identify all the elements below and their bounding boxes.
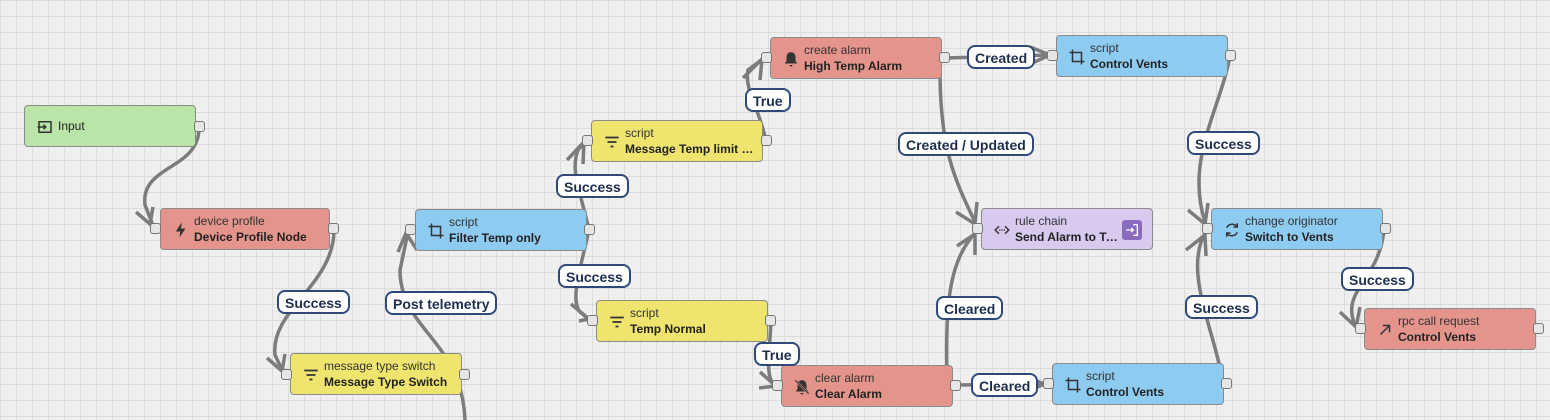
port-out[interactable] [761,135,772,146]
node-input[interactable]: Input [24,105,196,147]
node-type: message type switch [324,359,436,373]
node-name: Temp Normal [630,322,706,336]
edge-label-true[interactable]: True [754,342,800,366]
node-name: Control Vents [1090,57,1169,71]
node-temp-limit[interactable]: script Message Temp limit e... [591,120,763,162]
edge-create-rule-chain [938,69,977,223]
node-type: script [630,306,659,320]
node-filter-temp[interactable]: script Filter Temp only [415,209,587,251]
node-name: Send Alarm to Telegr... [1015,230,1121,244]
edge-label-cleared[interactable]: Cleared [936,296,1004,320]
node-type: rule chain [1015,214,1068,228]
node-type: create alarm [804,43,871,57]
filter-icon [602,132,622,152]
port-in[interactable] [972,223,983,234]
port-in[interactable] [582,135,593,146]
node-temp-normal[interactable]: script Temp Normal [596,300,768,342]
node-change-originator[interactable]: change originator Switch to Vents [1211,208,1383,250]
node-type: script [1086,369,1115,383]
node-name: High Temp Alarm [804,59,903,73]
port-out[interactable] [584,224,595,235]
node-clear-alarm[interactable]: clear alarm Clear Alarm [781,365,953,407]
port-in[interactable] [281,369,292,380]
edge-label-success[interactable]: Success [1185,295,1258,319]
edge-label-success[interactable]: Success [1341,267,1414,291]
bolt-icon [171,220,191,240]
node-name: Input [58,119,85,133]
node-name: Message Type Switch [324,375,448,389]
bell-icon [781,49,801,69]
node-name: Filter Temp only [449,231,541,245]
port-out[interactable] [939,52,950,63]
port-out[interactable] [459,369,470,380]
sync-icon [1222,220,1242,240]
arrow-up-right-icon [1375,320,1395,340]
arrowhead [956,230,977,255]
node-type: script [1090,41,1119,55]
edge-label-created-updated[interactable]: Created / Updated [898,132,1034,156]
node-type: change originator [1245,214,1338,228]
edge-label-cleared[interactable]: Cleared [971,373,1039,397]
port-out[interactable] [194,121,205,132]
node-rule-chain[interactable]: rule chain Send Alarm to Telegr... [981,208,1153,250]
edge-label-post-telemetry[interactable]: Post telemetry [385,291,498,315]
node-control-vents-bottom[interactable]: script Control Vents [1052,363,1224,405]
node-type: rpc call request [1398,314,1480,328]
bell-off-icon [792,377,812,397]
edge-label-success[interactable]: Success [558,264,631,288]
arrowhead [1186,202,1210,228]
crop-icon [1067,47,1087,67]
node-type: script [625,126,654,140]
port-in[interactable] [587,315,598,326]
edge-label-created[interactable]: Created [967,45,1036,69]
port-in[interactable] [1047,50,1058,61]
node-rpc-call[interactable]: rpc call request Control Vents [1364,308,1536,350]
port-out[interactable] [1533,323,1544,334]
node-name: Switch to Vents [1245,230,1334,244]
node-name: Control Vents [1398,330,1477,344]
node-name: Message Temp limit e... [625,142,755,156]
port-out[interactable] [1225,50,1236,61]
edge-label-true[interactable]: True [745,88,791,112]
edge-label-success[interactable]: Success [1187,131,1260,155]
port-out[interactable] [765,315,776,326]
edge-label-success[interactable]: Success [277,290,350,314]
port-in[interactable] [1202,223,1213,234]
port-in[interactable] [1355,323,1366,334]
crop-icon [1063,375,1083,395]
port-out[interactable] [950,380,961,391]
port-out[interactable] [328,223,339,234]
port-in[interactable] [761,52,772,63]
arrowhead [134,206,155,228]
node-name: Clear Alarm [815,387,882,401]
code-icon [992,220,1012,240]
crop-icon [426,221,446,241]
node-message-type-switch[interactable]: message type switch Message Type Switch [290,353,462,395]
port-in[interactable] [772,380,783,391]
filter-icon [301,365,321,385]
edge-clear-rule-chain [944,230,978,377]
port-in[interactable] [405,224,416,235]
filter-icon [607,312,627,332]
node-type: clear alarm [815,371,875,385]
node-device-profile[interactable]: device profile Device Profile Node [160,208,330,250]
node-name: Device Profile Node [194,230,307,244]
arrowhead [741,54,765,81]
edge-input-device-profile [143,127,201,229]
node-create-alarm[interactable]: create alarm High Temp Alarm [770,37,942,79]
port-in[interactable] [1043,378,1054,389]
node-control-vents-top[interactable]: script Control Vents [1056,35,1228,77]
edge-label-success[interactable]: Success [556,174,629,198]
node-type: device profile [194,214,265,228]
port-out[interactable] [1380,223,1391,234]
port-out[interactable] [1221,378,1232,389]
arrowhead [1184,231,1208,257]
node-name: Control Vents [1086,385,1165,399]
open-rule-chain-icon[interactable] [1122,220,1142,240]
input-icon [35,117,55,137]
node-type: script [449,215,478,229]
port-in[interactable] [150,223,161,234]
